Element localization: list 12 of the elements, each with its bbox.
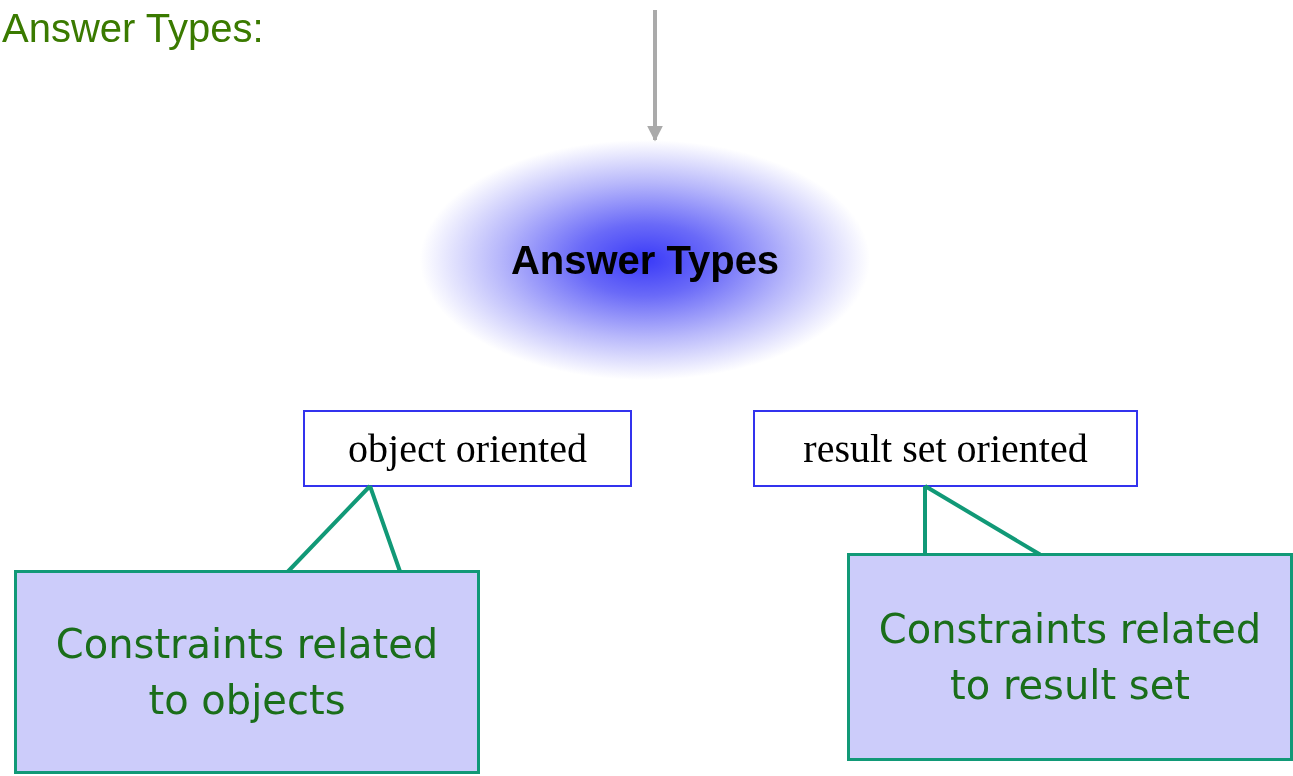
node-label: Answer Types	[510, 237, 780, 284]
callout-pointer	[923, 482, 1042, 557]
title: Answer Types:	[2, 6, 264, 51]
node-label: Constraints related to result set	[877, 605, 1263, 710]
category-box	[303, 410, 632, 487]
node-label: result set oriented	[803, 424, 1088, 473]
node-label: object oriented	[348, 424, 587, 473]
category-box	[753, 410, 1138, 487]
node-label: Constraints related to objects	[54, 620, 440, 725]
arrow	[647, 10, 663, 142]
callout-box	[847, 553, 1293, 761]
callout-box	[14, 570, 480, 774]
